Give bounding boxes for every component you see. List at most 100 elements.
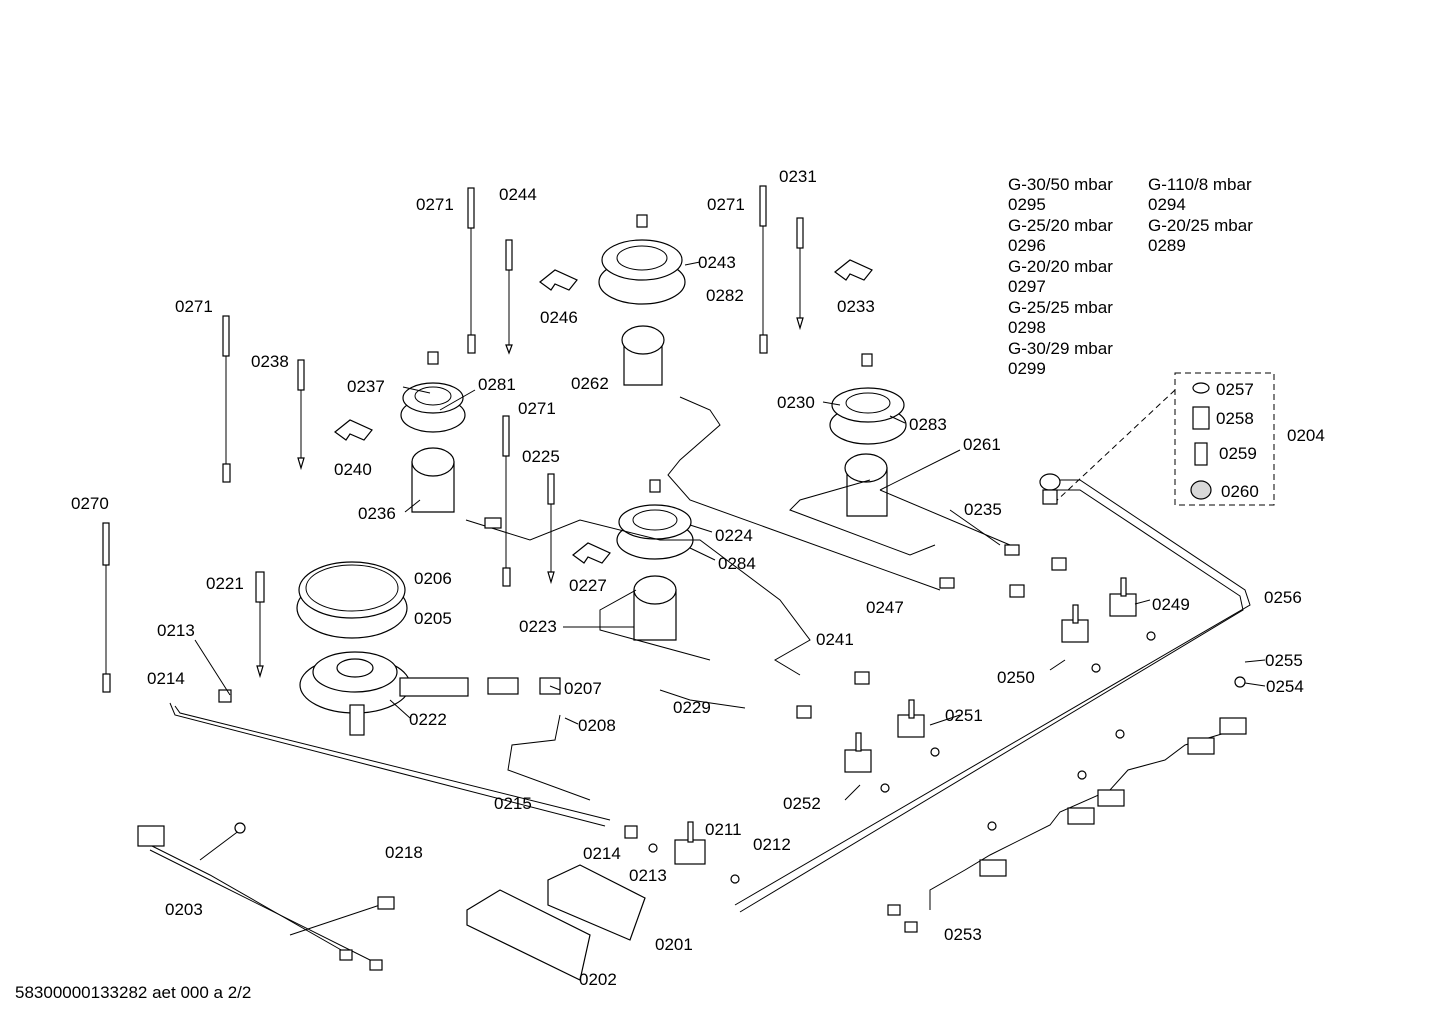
callout-labels: 0271 0244 0271 0231 0271 0238 0237 0281 … xyxy=(71,167,1325,989)
fittings xyxy=(218,517,1067,839)
gas-valve xyxy=(1061,604,1089,643)
callout: 0222 xyxy=(409,710,447,729)
callout: 0230 xyxy=(777,393,815,412)
callout: 0249 xyxy=(1152,595,1190,614)
callout: 0227 xyxy=(569,576,607,595)
callout: 0271 xyxy=(707,195,745,214)
callout: 0247 xyxy=(866,598,904,617)
gas-label: G-30/29 mbar xyxy=(1008,339,1113,358)
wok-burner-ring xyxy=(296,561,408,639)
clip xyxy=(334,419,373,441)
callout: 0271 xyxy=(416,195,454,214)
callout: 0238 xyxy=(251,352,289,371)
callout: 0229 xyxy=(673,698,711,717)
leader-lines xyxy=(194,261,1266,801)
gas-label: G-110/8 mbar xyxy=(1148,175,1252,194)
gas-valve xyxy=(1109,577,1137,617)
wiring-harness xyxy=(137,822,395,971)
gas-code: 0294 xyxy=(1148,195,1186,214)
gas-code: 0296 xyxy=(1008,236,1046,255)
thermocouple xyxy=(502,415,511,587)
ignition-plug xyxy=(547,473,555,585)
bracket xyxy=(547,864,646,941)
gas-pipes xyxy=(169,396,1251,913)
callout: 0204 xyxy=(1287,426,1325,445)
callout: 0206 xyxy=(414,569,452,588)
callout: 0258 xyxy=(1216,409,1254,428)
ignition-plug xyxy=(796,217,804,331)
burner-cap xyxy=(400,351,466,433)
callout: 0281 xyxy=(478,375,516,394)
callout: 0225 xyxy=(522,447,560,466)
thermocouple xyxy=(759,185,768,354)
clip xyxy=(539,269,578,291)
nozzle-set xyxy=(1190,382,1212,500)
callout: 0224 xyxy=(715,526,753,545)
callout: 0236 xyxy=(358,504,396,523)
gas-label: G-20/20 mbar xyxy=(1008,257,1113,276)
gas-label: G-30/50 mbar xyxy=(1008,175,1113,194)
thermocouple xyxy=(102,522,111,693)
burner-body xyxy=(621,325,665,386)
callout: 0243 xyxy=(698,253,736,272)
callout: 0251 xyxy=(945,706,983,725)
burner-body xyxy=(844,453,888,517)
burner-cap xyxy=(616,479,694,560)
ignition-switch-assembly xyxy=(887,717,1247,933)
ignition-plug xyxy=(297,359,305,471)
callout: 0260 xyxy=(1221,482,1259,501)
callout: 0223 xyxy=(519,617,557,636)
ignition-plug xyxy=(505,239,513,355)
callout: 0212 xyxy=(753,835,791,854)
callout: 0250 xyxy=(997,668,1035,687)
burner-cap xyxy=(829,353,907,445)
burner-body xyxy=(633,575,677,641)
callout: 0271 xyxy=(518,399,556,418)
callout: 0257 xyxy=(1216,380,1254,399)
callout: 0203 xyxy=(165,900,203,919)
gas-code: 0297 xyxy=(1008,277,1046,296)
callout: 0211 xyxy=(705,820,742,839)
callout: 0253 xyxy=(944,925,982,944)
bracket xyxy=(466,889,591,981)
gas-code: 0295 xyxy=(1008,195,1046,214)
callout: 0271 xyxy=(175,297,213,316)
burner-body xyxy=(411,447,455,513)
callout: 0261 xyxy=(963,435,1001,454)
callout: 0231 xyxy=(779,167,817,186)
callout: 0252 xyxy=(783,794,821,813)
callout: 0283 xyxy=(909,415,947,434)
callout: 0201 xyxy=(655,935,693,954)
washers xyxy=(648,631,1246,884)
callout: 0208 xyxy=(578,716,616,735)
callout: 0282 xyxy=(706,286,744,305)
gas-label: G-25/20 mbar xyxy=(1008,216,1113,235)
gas-valve xyxy=(674,821,706,865)
callout: 0213 xyxy=(629,866,667,885)
callout: 0235 xyxy=(964,500,1002,519)
callout: 0213 xyxy=(157,621,195,640)
gas-valve xyxy=(897,699,925,738)
clip xyxy=(572,542,611,564)
callout: 0202 xyxy=(579,970,617,989)
callout: 0241 xyxy=(816,630,854,649)
callout: 0214 xyxy=(583,844,621,863)
gas-code: 0298 xyxy=(1008,318,1046,337)
gas-label: G-25/25 mbar xyxy=(1008,298,1113,317)
gas-code: 0299 xyxy=(1008,359,1046,378)
callout: 0215 xyxy=(494,794,532,813)
part-drawings xyxy=(102,185,1275,981)
clip xyxy=(834,259,873,281)
callout: 0259 xyxy=(1219,444,1257,463)
document-id: 58300000133282 aet 000 a 2/2 xyxy=(15,983,251,1002)
callout: 0218 xyxy=(385,843,423,862)
callout: 0240 xyxy=(334,460,372,479)
gas-label: G-20/25 mbar xyxy=(1148,216,1253,235)
callout: 0246 xyxy=(540,308,578,327)
callout: 0262 xyxy=(571,374,609,393)
burner-cap xyxy=(598,214,686,305)
callout: 0284 xyxy=(718,554,756,573)
callout: 0270 xyxy=(71,494,109,513)
callout: 0221 xyxy=(206,574,244,593)
